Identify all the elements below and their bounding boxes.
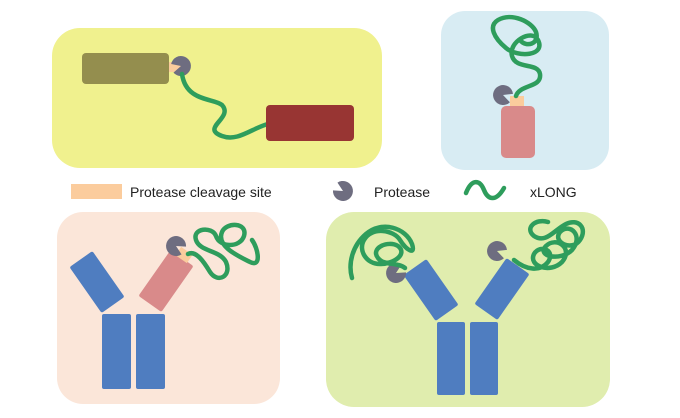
legend-cleavage-label: Protease cleavage site xyxy=(130,184,272,200)
xlong-tail-right xyxy=(511,218,586,271)
payload-domain xyxy=(501,106,535,158)
antibody-fc-right xyxy=(136,314,165,389)
xlong-tail-left xyxy=(348,224,416,281)
legend: Protease cleavage site Protease xLONG xyxy=(71,177,577,205)
panel-antibody-single-mask xyxy=(57,212,280,404)
olive-domain xyxy=(82,53,169,84)
antibody-fc-right xyxy=(470,322,498,395)
xlong-tail xyxy=(185,222,260,281)
antibody-fab-left xyxy=(70,251,124,313)
cleavage-site xyxy=(175,246,193,264)
panel-background xyxy=(441,11,609,170)
antibody-fc-left xyxy=(437,322,465,395)
cleavage-site-swatch xyxy=(71,184,122,199)
xlong-linker xyxy=(179,71,271,140)
dark-red-domain xyxy=(266,105,354,141)
xlong-tail xyxy=(490,14,543,99)
panel-background xyxy=(52,28,382,168)
legend-protease-label: Protease xyxy=(374,184,430,200)
panel-single-domain xyxy=(441,11,609,170)
antibody-fab-right xyxy=(475,258,529,320)
legend-xlong-label: xLONG xyxy=(530,184,577,200)
cleavage-site xyxy=(169,62,183,72)
xlong-wave-icon xyxy=(463,179,507,201)
panel-antibody-dual-mask xyxy=(326,212,610,407)
panel-fusion-construct xyxy=(52,28,382,168)
antibody-fc-left xyxy=(102,314,131,389)
cleavage-site xyxy=(510,96,524,106)
payload-domain xyxy=(139,250,193,312)
panel-background xyxy=(326,212,610,407)
antibody-fab-left xyxy=(404,259,458,321)
protease-pacman-icon xyxy=(330,177,357,205)
